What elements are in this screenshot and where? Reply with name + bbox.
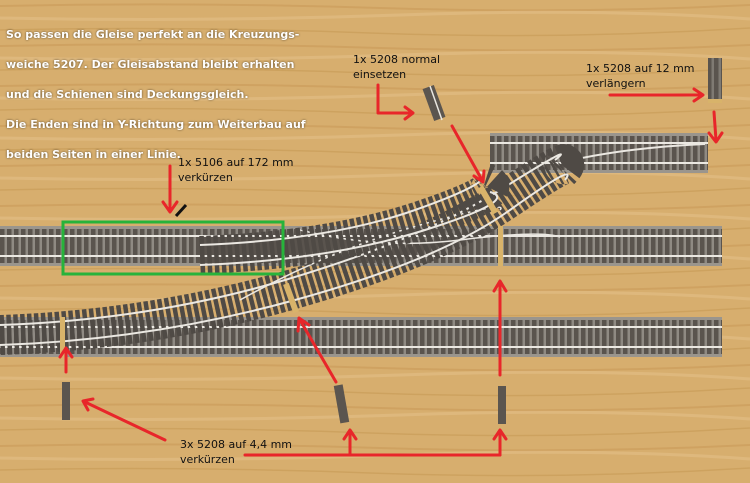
rail-joint	[283, 282, 299, 314]
label-extend: 1x 5208 auf 12 mm verlängern	[586, 62, 695, 90]
loose-track-piece-short	[62, 382, 506, 424]
label-shorten-5208: 3x 5208 auf 4,4 mm verkürzen	[180, 438, 292, 466]
intro-line-1: So passen die Gleise perfekt an die Kreu…	[6, 28, 300, 41]
rail-joint	[60, 317, 65, 357]
label-normal: 1x 5208 normal einsetzen	[353, 53, 441, 81]
arrow-extend-down	[712, 110, 718, 142]
intro-line-3: und die Schienen sind Deckungsgleich.	[6, 88, 249, 101]
label-shorten-5106: 1x 5106 auf 172 mm verkürzen	[178, 156, 294, 184]
loose-track-piece-extend	[708, 58, 722, 103]
intro-line-5: beiden Seiten in einer Linie.	[6, 148, 181, 161]
loose-track-piece-normal	[422, 84, 446, 122]
curved-track-diverging	[0, 144, 585, 355]
intro-line-2: weiche 5207. Der Gleisabstand bleibt erh…	[6, 58, 295, 71]
straight-track-top-right	[490, 133, 708, 173]
arrow-label-left	[83, 400, 167, 442]
rail-joint	[498, 226, 503, 266]
instruction-arrows	[58, 83, 724, 457]
arrow-normal-down	[450, 124, 484, 182]
rail-joint	[477, 185, 499, 215]
intro-text: So passen die Gleise perfekt an die Kreu…	[6, 12, 306, 177]
arrow-short-middle	[298, 318, 338, 384]
marker-tick	[174, 203, 188, 218]
highlight-box-5106	[61, 220, 285, 276]
arrow-normal-hook	[376, 83, 414, 115]
intro-line-4: Die Enden sind in Y-Richtung zum Weiterb…	[6, 118, 306, 131]
